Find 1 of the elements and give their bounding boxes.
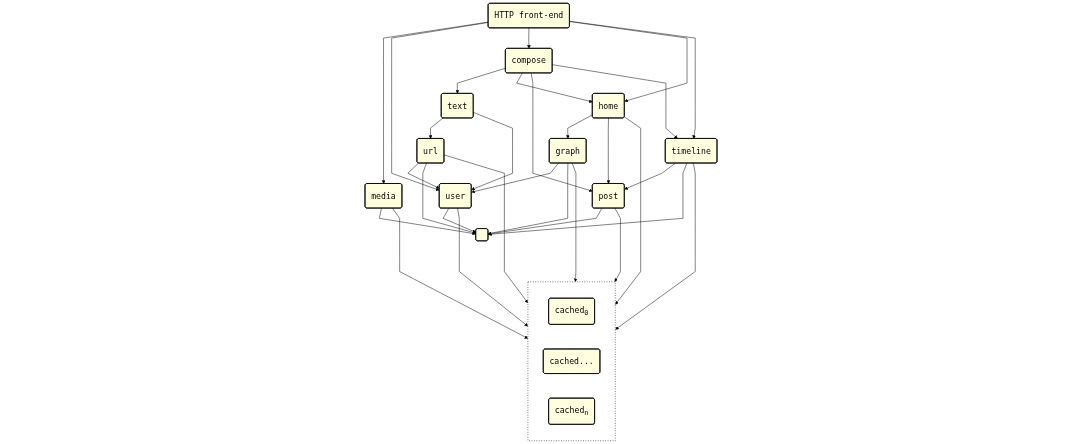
cluster xyxy=(527,281,616,442)
